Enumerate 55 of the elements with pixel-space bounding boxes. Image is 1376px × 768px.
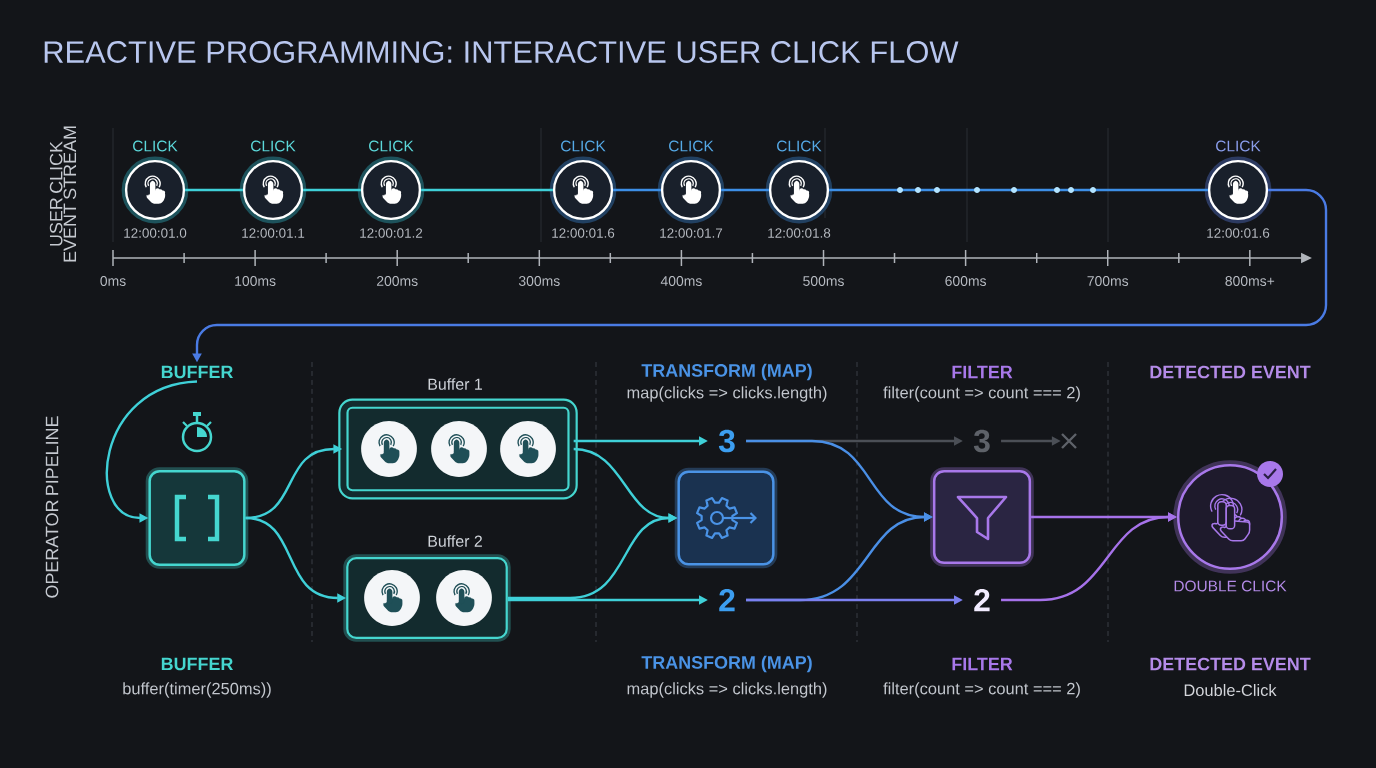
connector-line xyxy=(829,188,1208,192)
connector-line xyxy=(303,188,361,192)
cross-mark xyxy=(1060,432,1078,450)
count-number: 2 xyxy=(974,588,990,612)
section-label: USER CLICK EVENT STREAM xyxy=(49,126,77,262)
timestamp: 12:00:01.8 xyxy=(768,228,831,238)
tick-label: 0ms xyxy=(100,276,126,286)
code-text: filter(count => count === 2) xyxy=(883,386,1080,402)
event-label: CLICK xyxy=(1216,140,1261,152)
tick-label: 200ms xyxy=(377,276,418,286)
code-text: buffer(timer(250ms)) xyxy=(123,682,271,698)
event-label: DOUBLE CLICK xyxy=(1174,580,1287,592)
section-label: OPERATOR PIPELINE xyxy=(45,416,59,598)
box-heading: Buffer 2 xyxy=(428,535,482,547)
count-number: 3 xyxy=(718,429,735,453)
connector-line xyxy=(613,188,661,192)
event-label: CLICK xyxy=(561,140,606,152)
title: REACTIVE PROGRAMMING: INTERACTIVE USER CLICK FLOW xyxy=(44,41,959,63)
column-heading: DETECTED EVENT xyxy=(1150,657,1311,671)
timestamp: 12:00:01.0 xyxy=(124,228,187,238)
timestamp: 12:00:01.6 xyxy=(552,228,615,238)
column-heading: TRANSFORM (MAP) xyxy=(641,655,812,673)
connector-line xyxy=(421,188,553,192)
tick-label: 300ms xyxy=(518,276,560,286)
event-label: CLICK xyxy=(133,140,178,152)
connector-line xyxy=(185,188,243,192)
code-text: filter(count => count === 2) xyxy=(883,682,1080,698)
column-heading: FILTER xyxy=(952,365,1013,379)
arrow xyxy=(105,380,198,523)
tick-label: 700ms xyxy=(1087,276,1129,286)
code-text: map(clicks => clicks.length) xyxy=(627,682,827,698)
event-label: CLICK xyxy=(369,140,414,152)
tick-label: 500ms xyxy=(803,276,844,286)
column-heading: TRANSFORM (MAP) xyxy=(641,363,812,381)
connector-line xyxy=(721,188,769,192)
tick-label: 100ms xyxy=(235,276,276,286)
column-heading: BUFFER xyxy=(161,657,233,671)
count-number: 3 xyxy=(973,429,990,453)
box-heading: Buffer 1 xyxy=(428,378,482,390)
column-heading: FILTER xyxy=(952,657,1013,671)
timestamp: 12:00:01.2 xyxy=(360,228,423,238)
column-heading: DETECTED EVENT xyxy=(1150,365,1311,379)
tick-label: 600ms xyxy=(945,276,987,286)
timestamp: 12:00:01.1 xyxy=(242,228,305,238)
tick-label: 800ms+ xyxy=(1225,276,1275,286)
section-heading: BUFFER xyxy=(161,365,233,379)
code-text: map(clicks => clicks.length) xyxy=(627,386,827,402)
tick-label: 400ms xyxy=(660,276,702,286)
event-label: CLICK xyxy=(669,140,714,152)
timestamp: 12:00:01.6 xyxy=(1207,228,1270,238)
caption-text: Double-Click xyxy=(1184,684,1277,697)
event-label: CLICK xyxy=(251,140,296,152)
event-label: CLICK xyxy=(777,140,822,152)
timestamp: 12:00:01.7 xyxy=(660,228,723,238)
count-number: 2 xyxy=(719,588,735,612)
